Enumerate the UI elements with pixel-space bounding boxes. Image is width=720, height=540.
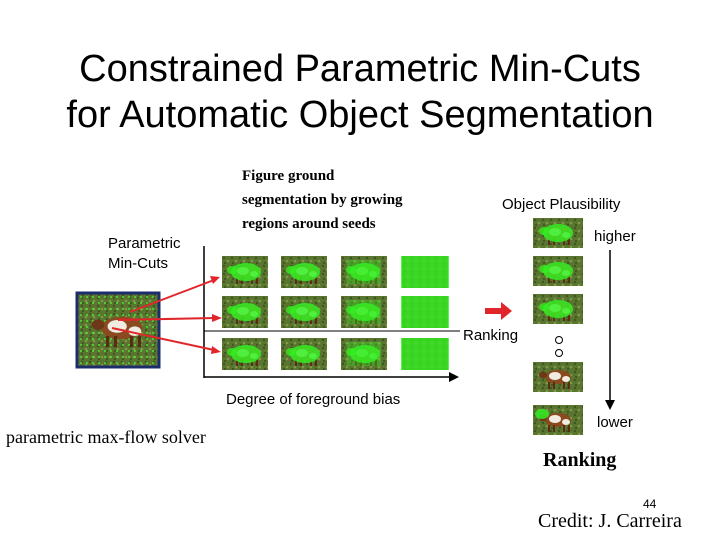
object-plausibility-label: Object Plausibility	[502, 196, 621, 213]
credit-label: Credit: J. Carreira	[538, 510, 682, 532]
ranking-bottom-label: Ranking	[543, 449, 617, 471]
degree-axis-label: Degree of foreground bias	[226, 391, 401, 408]
page-number: 44	[643, 497, 657, 511]
segmentation-grid	[222, 256, 449, 370]
pmc-line-1: Parametric	[108, 235, 181, 252]
caption-line-1: Figure ground	[242, 168, 335, 184]
higher-label: higher	[594, 228, 636, 245]
title-line-2: for Automatic Object Segmentation	[66, 94, 654, 136]
caption-line-3: regions around seeds	[242, 216, 376, 232]
plausibility-arrow	[605, 250, 615, 410]
ranking-arrow	[485, 302, 512, 320]
caption-line-2: segmentation by growing	[242, 192, 403, 208]
lower-label: lower	[597, 414, 633, 431]
slide-title: Constrained Parametric Min-Cuts for Auto…	[0, 46, 720, 138]
ranked-column	[533, 218, 583, 435]
segmentation-caption: Figure ground segmentation by growing re…	[242, 164, 403, 236]
solver-label: parametric max-flow solver	[6, 427, 206, 447]
grid-axes	[203, 246, 460, 382]
pmc-line-2: Min-Cuts	[108, 255, 169, 272]
title-line-1: Constrained Parametric Min-Cuts	[79, 48, 641, 90]
parametric-min-cuts-label: Parametric Min-Cuts	[108, 234, 181, 274]
ranking-arrow-label: Ranking	[463, 327, 519, 344]
red-arrows	[111, 276, 222, 354]
